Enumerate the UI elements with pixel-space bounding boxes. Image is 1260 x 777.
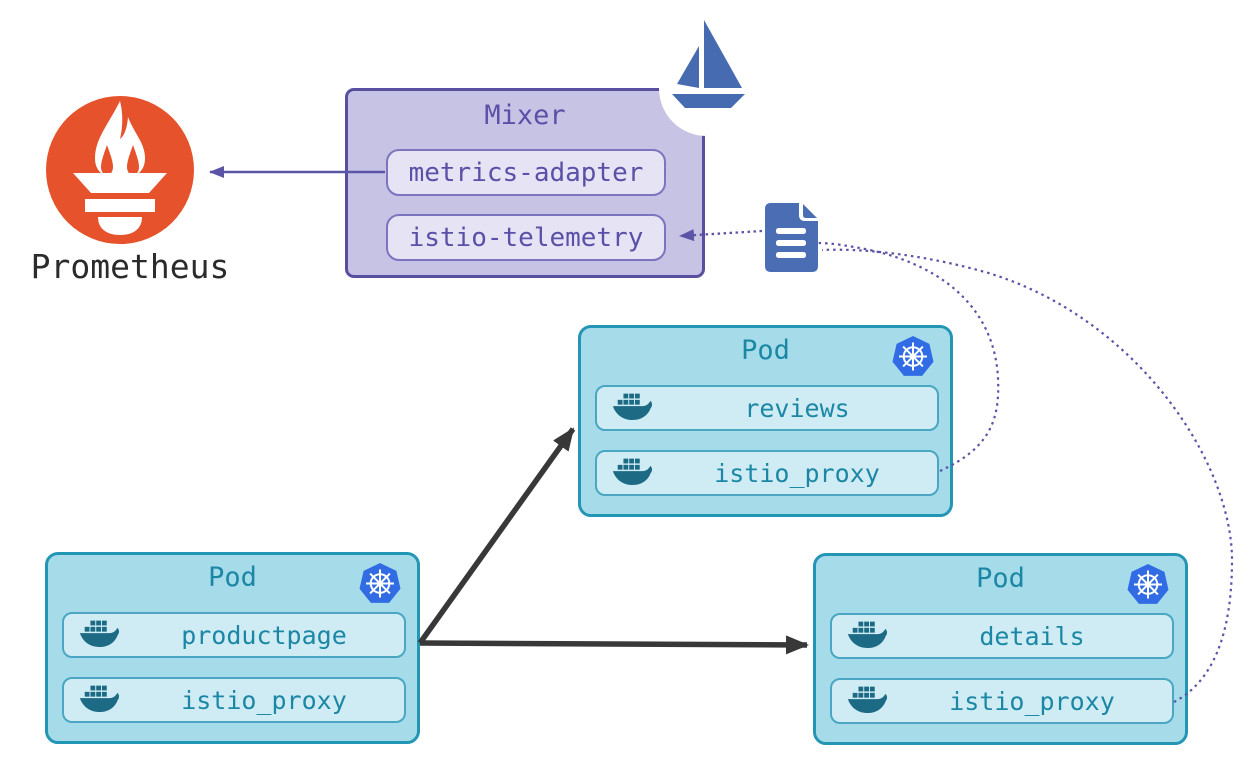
container-label: istio_proxy [714, 458, 880, 488]
traffic-arrow-productpage-to-details [419, 635, 809, 655]
prometheus-icon [46, 96, 194, 244]
docker-whale-icon [847, 686, 888, 713]
metrics-adapter-label: metrics-adapter [408, 157, 644, 188]
pod-productpage-title: Pod [208, 562, 257, 593]
pod-details: Pod details [813, 553, 1188, 745]
container-details: details [830, 613, 1174, 659]
container-details-istio-proxy: istio_proxy [830, 678, 1174, 724]
docker-whale-icon [612, 393, 653, 420]
docker-whale-icon [847, 621, 888, 648]
container-label: istio_proxy [181, 685, 347, 715]
metrics-adapter-node: metrics-adapter [386, 149, 666, 196]
container-label: reviews [744, 393, 850, 423]
container-productpage: productpage [62, 612, 406, 658]
container-label: istio_proxy [949, 686, 1115, 716]
istio-telemetry-label: istio-telemetry [408, 222, 644, 253]
container-label: details [979, 621, 1085, 651]
container-reviews-istio-proxy: istio_proxy [595, 450, 939, 496]
docker-whale-icon [612, 458, 653, 485]
pod-productpage: Pod productpage [45, 552, 420, 744]
mixer-box: Mixer metrics-adapter istio-telemetry [345, 88, 705, 278]
kubernetes-icon [892, 336, 934, 376]
docker-whale-icon [79, 685, 120, 712]
kubernetes-icon [1127, 564, 1169, 604]
istio-sailboat-icon [672, 20, 745, 108]
container-productpage-istio-proxy: istio_proxy [62, 677, 406, 723]
prometheus-label: Prometheus [30, 247, 230, 286]
telemetry-document-icon [765, 203, 818, 272]
traffic-arrow-productpage-to-reviews [417, 427, 576, 645]
container-reviews: reviews [595, 385, 939, 431]
istio-telemetry-node: istio-telemetry [386, 214, 666, 261]
docker-whale-icon [79, 620, 120, 647]
container-label: productpage [181, 620, 347, 650]
mixer-title: Mixer [484, 100, 566, 131]
pod-reviews-title: Pod [741, 335, 790, 366]
kubernetes-icon [359, 563, 401, 603]
pod-reviews: Pod reviews [578, 325, 953, 517]
